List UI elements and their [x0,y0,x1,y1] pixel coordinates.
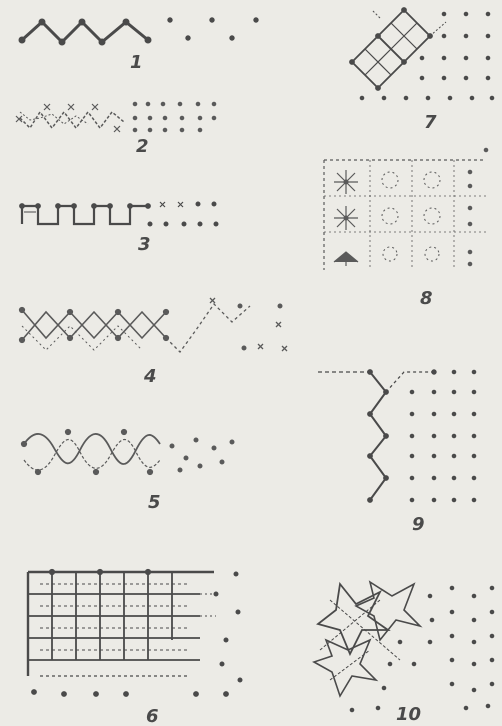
figure-3-square-wave-diagram [20,202,218,226]
figure-10-star-lattice-diagram [314,582,494,712]
figure-7-diamond-diagram [350,8,494,100]
figure-4-lattice-diagram [19,298,287,352]
figure-3-label: 3 [138,234,151,255]
figure-6-label: 6 [146,706,159,726]
figure-1-zigzag-diagram [19,18,258,45]
figure-2-zigzag-diagram [16,102,216,132]
figure-7-label: 7 [424,112,437,133]
figure-6-grid-diagram [28,569,242,696]
figure-5-label: 5 [148,492,161,513]
figure-9-chevron-diagram [318,370,476,503]
figure-9-label: 9 [412,514,425,535]
figure-4-label: 4 [143,366,157,387]
figure-10-label: 10 [396,704,421,725]
figure-5-wave-diagram [21,429,234,474]
figure-8-star-grid-diagram [324,148,488,270]
figure-2-label: 2 [136,136,149,157]
figure-1-label: 1 [130,52,143,73]
figure-8-label: 8 [420,288,433,309]
